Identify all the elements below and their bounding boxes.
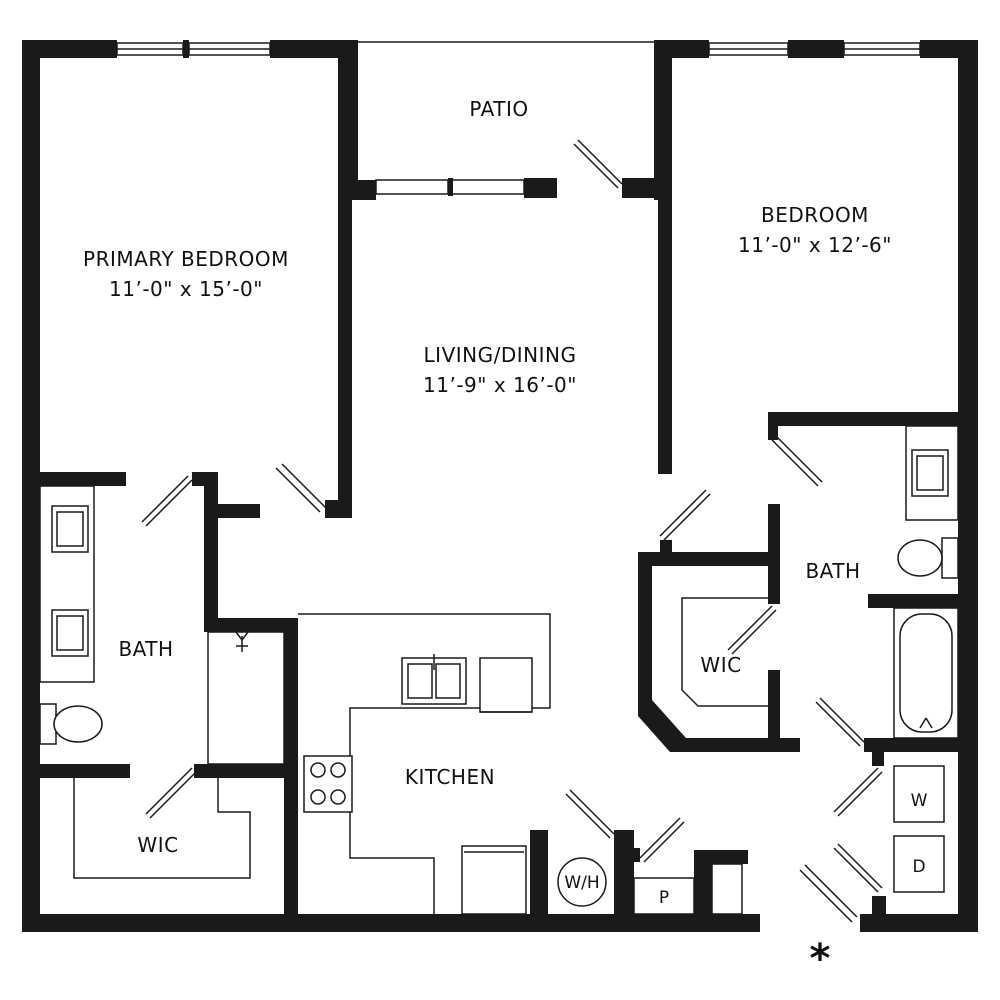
patio-door xyxy=(573,143,619,189)
closet-shelf xyxy=(711,863,743,915)
top-wall-segment xyxy=(22,40,117,58)
bathtub-icon xyxy=(893,607,959,739)
bedroom-size: 11’-0" x 12’-6" xyxy=(738,233,892,257)
sink-icon xyxy=(51,505,89,553)
bedroom-living-wall xyxy=(338,200,352,518)
kitchen-counter xyxy=(298,613,551,914)
living-dining-size: 11’-9" x 16’-0" xyxy=(423,373,577,397)
tub-top-wall xyxy=(868,594,958,608)
patio-right-wall xyxy=(654,40,672,200)
exterior-walls xyxy=(22,40,978,932)
sink-icon xyxy=(401,657,467,705)
water-heater-icon xyxy=(557,857,607,907)
pantry-shelf xyxy=(633,877,695,915)
vanity-counter xyxy=(39,485,95,683)
bath-top-wall xyxy=(40,472,126,486)
sink-icon xyxy=(51,609,89,657)
top-wall-segment xyxy=(270,40,358,58)
refrigerator-icon xyxy=(461,845,527,915)
bath-right-wall xyxy=(204,472,218,632)
laundry-door xyxy=(833,767,879,813)
bottom-exterior-wall-right xyxy=(860,914,978,932)
wic-door-right xyxy=(659,489,707,537)
bath-door xyxy=(141,475,189,523)
patio-left-wall xyxy=(338,40,358,200)
sink-icon xyxy=(911,449,949,497)
wic-top-wall-right xyxy=(638,552,780,566)
laundry-door xyxy=(833,847,879,893)
wh-closet-left-wall xyxy=(530,830,548,930)
wic-bottom-wall xyxy=(670,738,800,752)
right-exterior-wall xyxy=(958,40,978,932)
water-heater-label: W/H xyxy=(564,873,599,893)
toilet-icon xyxy=(897,537,959,579)
patio-label: PATIO xyxy=(469,97,528,121)
wic-shelving xyxy=(681,597,780,707)
sliding-door xyxy=(375,179,449,195)
toilet-icon xyxy=(39,703,103,745)
room-labels: PATIO PRIMARY BEDROOM 11’-0" x 15’-0" LI… xyxy=(83,97,892,857)
entry-marker: * xyxy=(810,936,831,982)
wic-top-wall xyxy=(40,764,130,778)
wic-door xyxy=(145,767,193,815)
bedroom-door xyxy=(771,439,819,487)
bath-door-right xyxy=(815,701,861,747)
top-wall-segment xyxy=(920,40,978,58)
fixtures xyxy=(39,425,959,915)
wh-closet-right-wall xyxy=(614,830,634,930)
wic-label: WIC xyxy=(137,833,178,857)
shower xyxy=(207,631,285,765)
washer-icon xyxy=(893,765,945,823)
dishwasher-icon xyxy=(479,657,533,713)
closet-door xyxy=(727,605,773,651)
primary-bedroom-size: 11’-0" x 15’-0" xyxy=(109,277,263,301)
wh-closet-door xyxy=(565,793,611,839)
wic-left-wall xyxy=(638,552,652,702)
vanity-counter xyxy=(905,425,959,521)
pantry-door xyxy=(639,817,681,859)
primary-bedroom-label: PRIMARY BEDROOM xyxy=(83,247,289,271)
bedroom-bottom-wall xyxy=(768,412,958,426)
pantry-right-wall xyxy=(694,850,712,930)
laundry-top-wall xyxy=(864,738,958,752)
kitchen-label: KITCHEN xyxy=(405,765,495,789)
wic-label: WIC xyxy=(700,653,741,677)
left-exterior-wall xyxy=(22,40,40,932)
bottom-exterior-wall-left xyxy=(22,914,760,932)
primary-bedroom-door xyxy=(275,467,321,513)
interior-walls xyxy=(40,40,958,932)
bath-label: BATH xyxy=(118,637,173,661)
entry-door xyxy=(799,869,853,923)
sliding-door xyxy=(451,179,525,195)
dryer-label: D xyxy=(912,857,925,877)
living-dining-label: LIVING/DINING xyxy=(424,343,577,367)
pantry-label: P xyxy=(659,888,669,908)
wic-shelving xyxy=(73,778,251,879)
doors xyxy=(141,139,883,923)
fixture-labels: W/H P W D xyxy=(564,791,927,908)
stove-icon xyxy=(303,755,353,813)
dryer-icon xyxy=(893,835,945,893)
washer-label: W xyxy=(911,791,928,811)
bath-label: BATH xyxy=(805,559,860,583)
living-bedroom-wall xyxy=(658,198,672,474)
bedroom-label: BEDROOM xyxy=(761,203,869,227)
windows xyxy=(116,41,921,195)
shower-head-icon xyxy=(235,631,249,652)
